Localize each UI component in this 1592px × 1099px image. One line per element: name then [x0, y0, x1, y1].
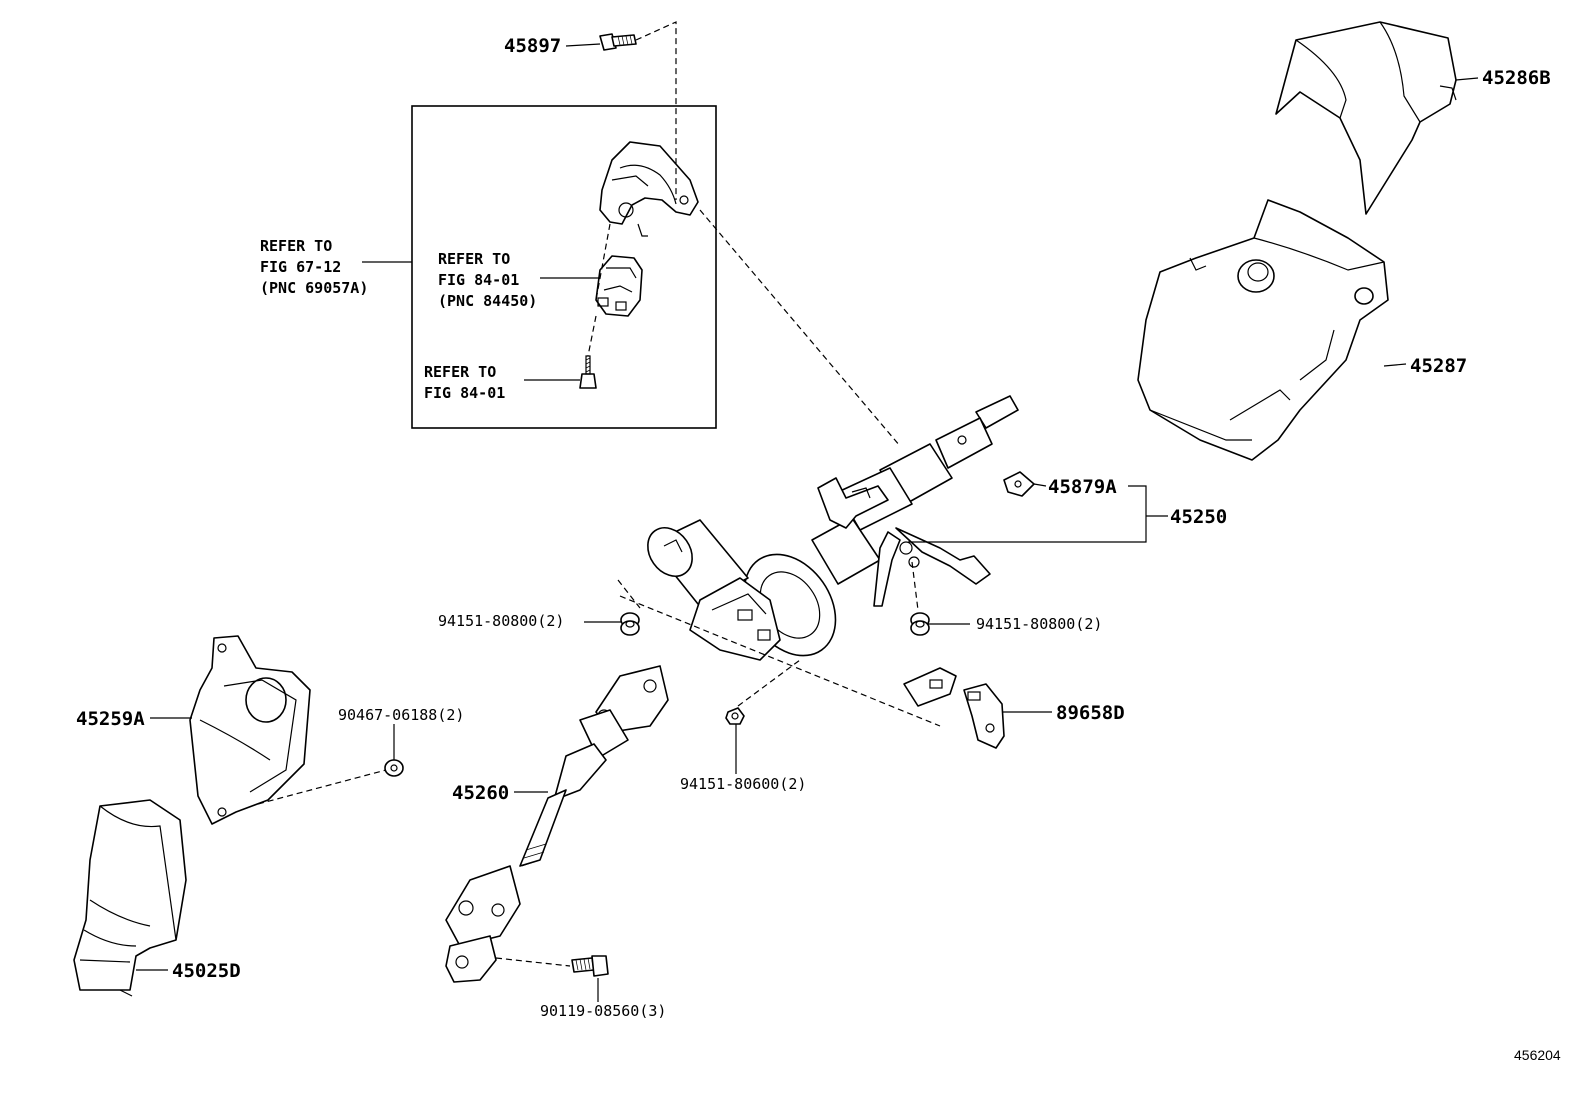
intermediate-shaft-45260 [445, 665, 669, 983]
refer-note-fig84a-line3: (PNC 84450) [438, 292, 537, 310]
refer-note-fig84a-line1: REFER TO [438, 250, 510, 268]
clip-45879A [1003, 471, 1035, 497]
callout-45260: 45260 [452, 782, 509, 804]
column-hole-boot-45025D [73, 799, 187, 997]
nut-94151-80800-right [910, 612, 930, 636]
figure-number: 456204 [1514, 1047, 1561, 1063]
callout-90119-08560: 90119-08560(3) [540, 1002, 666, 1020]
callout-94151-80800-right: 94151-80800(2) [976, 615, 1102, 633]
bolt-90119-08560 [571, 955, 609, 977]
bracket-89658D [903, 667, 1005, 749]
refer-note-fig67-line1: REFER TO [260, 237, 332, 255]
callout-94151-80800-left: 94151-80800(2) [438, 612, 564, 630]
refer-note-fig67-line2: FIG 67-12 [260, 258, 341, 276]
ignition-lock-housing [599, 141, 699, 237]
callout-94151-80600: 94151-80600(2) [680, 775, 806, 793]
callout-89658D: 89658D [1056, 702, 1125, 724]
callout-45250: 45250 [1170, 506, 1227, 528]
callout-90467-06188: 90467-06188(2) [338, 706, 464, 724]
leader-lines [136, 43, 1479, 1002]
refer-note-fig84-b: REFER TO FIG 84-01 [424, 363, 505, 402]
refer-note-fig67: REFER TO FIG 67-12 (PNC 69057A) [260, 237, 368, 297]
callout-45025D: 45025D [172, 960, 241, 982]
refer-screw [579, 355, 597, 389]
lower-column-cover-45287 [1137, 199, 1389, 461]
refer-box [411, 105, 717, 429]
nut-94151-80800-left [620, 612, 640, 636]
column-hole-cover-plate-45259A [189, 635, 311, 825]
callout-45259A: 45259A [76, 708, 145, 730]
steering-column-assembly [647, 395, 1019, 661]
clip-90467-06188 [384, 759, 404, 777]
refer-note-fig67-line3: (PNC 69057A) [260, 279, 368, 297]
callout-45287: 45287 [1410, 355, 1467, 377]
callout-45897: 45897 [504, 35, 561, 57]
upper-column-cover-45286B [1275, 21, 1457, 215]
refer-note-fig84b-line1: REFER TO [424, 363, 496, 381]
refer-note-fig84a-line2: FIG 84-01 [438, 271, 519, 289]
bolt-45897 [599, 33, 637, 51]
refer-note-fig84b-line2: FIG 84-01 [424, 384, 505, 402]
nut-94151-80600 [725, 707, 745, 725]
key-cylinder [595, 255, 643, 317]
callout-45879A: 45879A [1048, 476, 1117, 498]
refer-note-fig84-a: REFER TO FIG 84-01 (PNC 84450) [438, 250, 537, 310]
callout-45286B: 45286B [1482, 67, 1551, 89]
